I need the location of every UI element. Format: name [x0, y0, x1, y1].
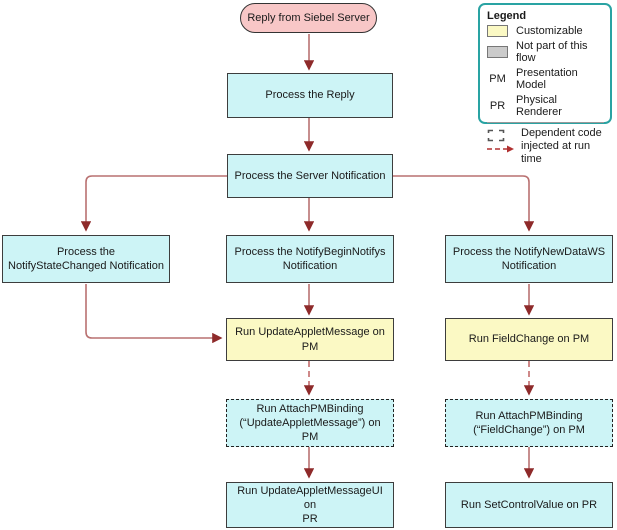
- pm-abbr: PM: [489, 73, 506, 85]
- node-notify-state-changed: Process the NotifyStateChanged Notificat…: [2, 235, 170, 283]
- legend-divider: [487, 122, 604, 123]
- legend-item-pr: PR Physical Renderer: [487, 94, 604, 118]
- node-reply-from-siebel-server: Reply from Siebel Server: [240, 3, 377, 33]
- node-run-set-control-value-pr: Run SetControlValue on PR: [445, 482, 613, 528]
- pr-abbr: PR: [489, 100, 506, 112]
- node-process-the-reply: Process the Reply: [227, 73, 393, 118]
- legend-label: Presentation Model: [516, 67, 578, 91]
- customizable-swatch-icon: [487, 25, 508, 37]
- legend-label: Not part of this flow: [516, 40, 588, 64]
- legend-label: Dependent code injected at run time: [521, 127, 602, 166]
- dashed-arrow-icon: [487, 145, 514, 153]
- node-notify-begin-notifys: Process the NotifyBeginNotifys Notificat…: [226, 235, 394, 283]
- node-notify-new-data-ws: Process the NotifyNewDataWS Notification: [445, 235, 613, 283]
- arrow-server-notification-to-new-data-ws: [393, 175, 535, 232]
- not-part-of-flow-swatch-icon: [487, 46, 508, 58]
- legend: Legend Customizable Not part of this flo…: [478, 3, 612, 165]
- legend-item-customizable: Customizable: [487, 25, 604, 37]
- node-run-update-applet-message-pm: Run UpdateAppletMessage on PM: [226, 318, 394, 361]
- legend-title: Legend: [487, 10, 527, 22]
- legend-item-dependent-code: Dependent code injected at run time: [487, 127, 604, 167]
- legend-label: Customizable: [516, 25, 583, 37]
- dependent-code-icons: [487, 127, 514, 153]
- dashed-box-icon: [487, 129, 505, 142]
- node-run-update-applet-message-ui-pr: Run UpdateAppletMessageUI on PR: [226, 482, 394, 528]
- legend-item-not-part-of-flow: Not part of this flow: [487, 40, 604, 64]
- legend-label: Physical Renderer: [516, 94, 562, 118]
- node-run-attach-pm-binding-update-applet-message: Run AttachPMBinding (“UpdateAppletMessag…: [226, 399, 394, 447]
- node-process-server-notification: Process the Server Notification: [227, 154, 393, 198]
- node-run-attach-pm-binding-field-change: Run AttachPMBinding (“FieldChange”) on P…: [445, 399, 613, 447]
- arrow-state-changed-to-update-applet-message: [85, 284, 223, 344]
- node-run-field-change-pm: Run FieldChange on PM: [445, 318, 613, 361]
- arrow-server-notification-to-state-changed: [80, 175, 227, 232]
- legend-item-pm: PM Presentation Model: [487, 67, 604, 91]
